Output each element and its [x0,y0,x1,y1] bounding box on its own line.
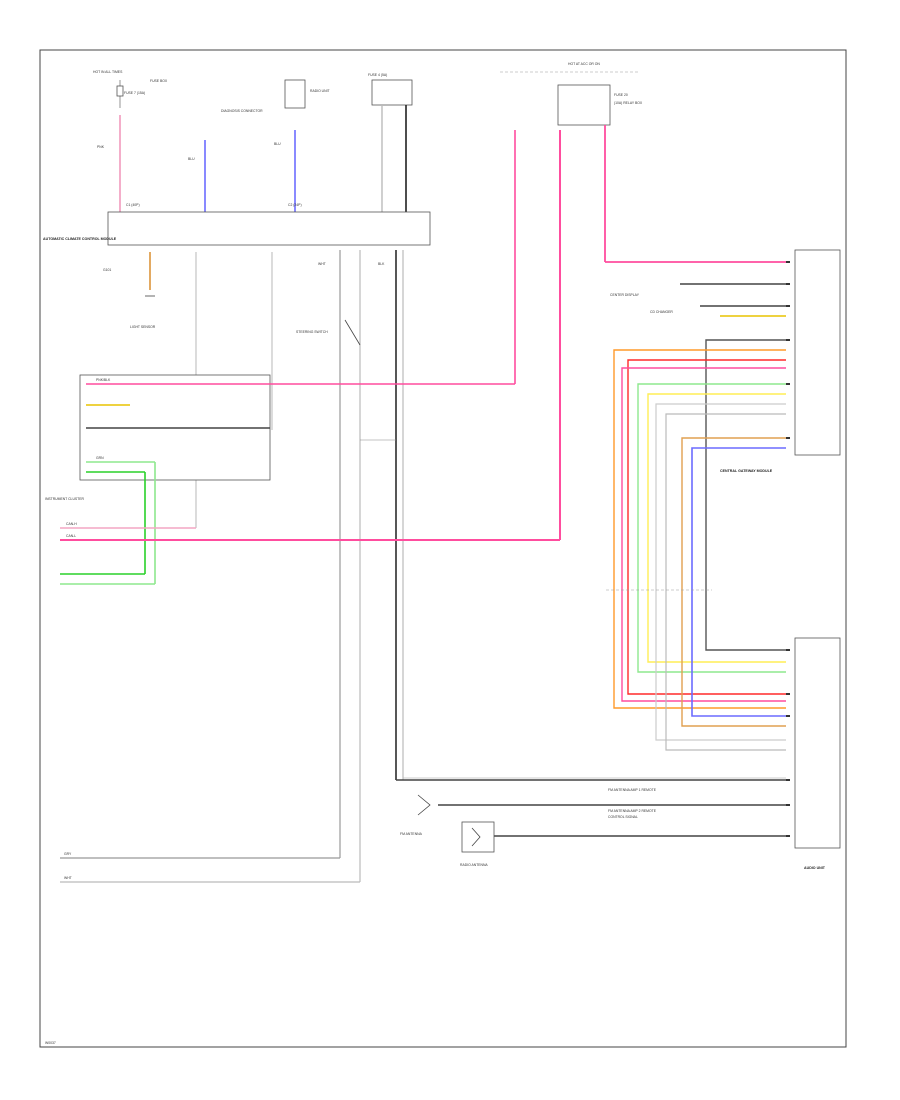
fuse-right-label: FUSE 20 [614,93,628,97]
footer-code: W0037 [45,1041,56,1045]
diagram-frame [39,49,847,1048]
radio-unit-box [284,79,306,109]
central-gateway-label: CENTRAL GATEWAY MODULE [720,469,773,473]
fm-aerial-1-label: FM ANTENNA AMP 1 REMOTE [608,788,657,792]
antenna-module-box [461,821,495,853]
gateway-pins [786,261,790,439]
audio-unit-box [794,637,841,849]
bundle-yellow [647,393,786,663]
conn-label-b: C2 (24P) [288,203,302,207]
wire-label-wht-1: WHT [318,262,326,266]
audio-unit-label: AUDIO UNIT [804,866,826,870]
radio-antenna-icon [471,827,481,847]
fuse-top-left-symbol [116,85,124,97]
fm-antenna-icon [417,794,431,816]
wire-label-wht-2: WHT [64,876,72,880]
bundle-white [655,403,786,741]
wire-label-gry-1: GRY [64,852,72,856]
bundle-red [627,359,786,695]
fm-aerial-2b-label: CONTROL SIGNAL [608,815,638,819]
diagnosis-connector-label: DIAGNOSIS CONNECTOR [221,109,263,113]
wire-label-can-h: CAN-H [66,522,77,526]
fuse-right-sub: (10A) RELAY BOX [614,101,643,105]
wire-label-pnk-1: PNK [97,145,105,149]
hot-acc-label: HOT AT ACC OR ON [568,62,600,66]
wire-label-grn-1: GRN [96,456,104,460]
bundle-tan [681,437,786,727]
conn-label-a: C1 (40P) [126,203,140,207]
central-gateway-box [794,249,841,456]
bundle-lightgray [665,413,786,751]
audio-pins [786,649,790,837]
switch-line [344,319,361,346]
fuse-box-label: FUSE BOX [150,79,168,83]
radio-antenna-label: RADIO ANTENNA [460,863,488,867]
wire-label-can-l: CAN-L [66,534,76,538]
bundle-blue [691,447,786,717]
wire-label-blu-2: BLU [274,142,281,146]
cd-changer-label: CD CHANGER [650,310,673,314]
wire-label-blu-1: BLU [188,157,195,161]
radio-unit-label: RADIO UNIT [310,89,330,93]
steering-switch-label: STEERING SWITCH [296,330,328,334]
radio-sub-box [371,79,413,106]
wire-label-blk-1: BLK [378,262,385,266]
bundle-gray [705,339,786,651]
g101-label: G101 [103,268,111,272]
wire-label-pnk-2: PNK/BLK [96,378,111,382]
instrument-cluster-label: INSTRUMENT CLUSTER [45,497,84,501]
bundle-green [637,383,786,673]
bundle-orange [613,349,786,709]
center-display-label: CENTER DISPLAY [610,293,640,297]
fuse-top-left-label: FUSE 7 (15A) [124,91,145,95]
fm-antenna-label: FM ANTENNA [400,832,423,836]
radio-sub-label: FUSE 4 (5A) [368,73,387,77]
bundle-pink [621,367,786,702]
control-module-box [107,211,431,246]
fm-aerial-2-label: FM ANTENNA AMP 2 REMOTE [608,809,657,813]
hot-all-times-label: HOT IN ALL TIMES [93,70,123,74]
control-module-label: AUTOMATIC CLIMATE CONTROL MODULE [43,237,117,241]
fuse-right-box [557,84,611,126]
light-sensor-label: LIGHT SENSOR [130,325,156,329]
